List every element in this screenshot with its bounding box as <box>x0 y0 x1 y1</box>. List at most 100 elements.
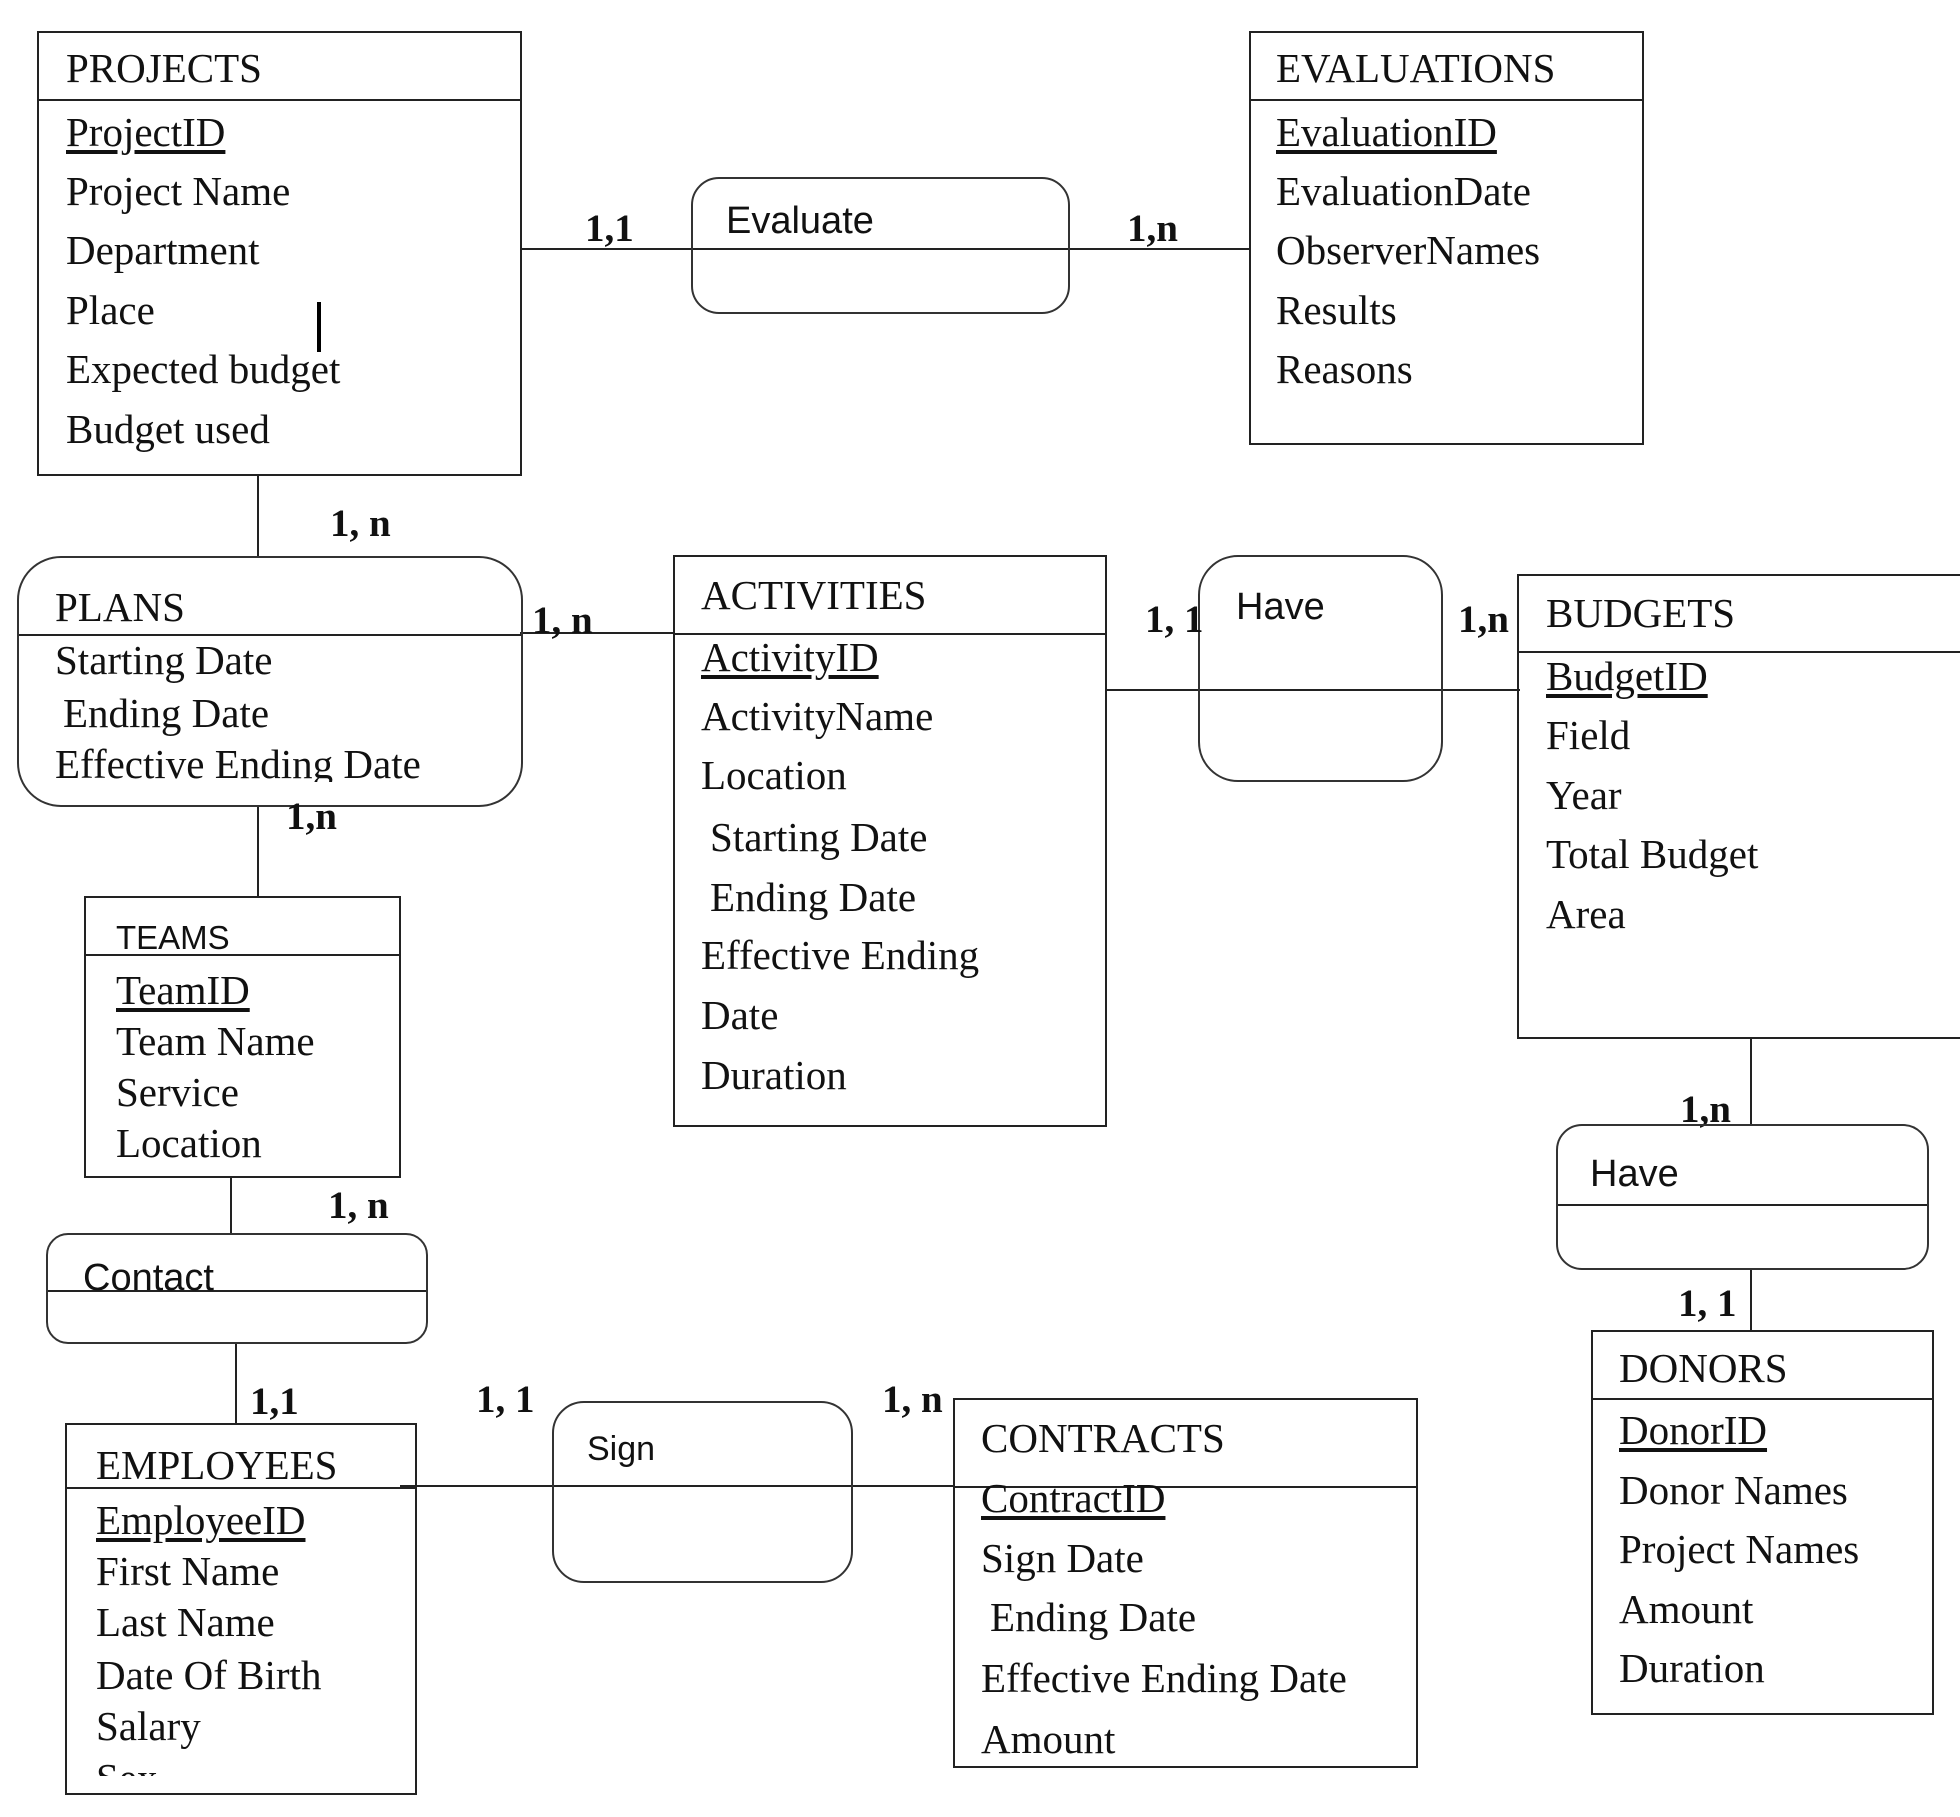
cardinality-label: 1, 1 <box>1678 1282 1737 1325</box>
relationship-label: Have <box>1590 1153 1679 1195</box>
entity-title: PROJECTS <box>66 45 262 91</box>
relationship-have[interactable] <box>1556 1124 1929 1270</box>
attribute: Sex <box>96 1758 158 1777</box>
attribute: Location <box>701 752 847 798</box>
entity-evaluations[interactable] <box>1249 31 1644 445</box>
attribute: Amount <box>981 1716 1116 1762</box>
attribute: Ending Date <box>990 1594 1197 1640</box>
cardinality-label: 1,1 <box>250 1380 299 1423</box>
entity-contracts[interactable] <box>953 1398 1418 1768</box>
attribute: Effective Ending <box>701 932 980 978</box>
attribute: Duration <box>701 1052 847 1098</box>
attribute: EvaluationDate <box>1276 168 1532 214</box>
line-projects-evaluate <box>520 248 1250 250</box>
cardinality-label: 1,n <box>1680 1088 1731 1131</box>
attribute: Total Budget <box>1546 831 1759 877</box>
cardinality-label: 1,n <box>1127 207 1178 250</box>
primary-key: TeamID <box>116 967 250 1013</box>
attribute: Year <box>1546 772 1622 818</box>
entity-employees[interactable] <box>65 1423 417 1795</box>
line-plans-activities <box>520 632 675 634</box>
line-budgets-have <box>1750 1038 1752 1126</box>
attribute: Ending Date <box>63 690 270 736</box>
primary-key: BudgetID <box>1546 653 1708 699</box>
primary-key: DonorID <box>1619 1407 1768 1453</box>
relationship-evaluate[interactable] <box>691 177 1070 314</box>
attribute: Department <box>66 227 260 273</box>
attribute: ActivityName <box>701 693 934 739</box>
attribute: Duration <box>1619 1645 1765 1691</box>
attribute: Effective Ending Date <box>55 741 421 783</box>
entity-title: BUDGETS <box>1546 590 1736 636</box>
attribute: First Name <box>96 1548 280 1594</box>
attribute: Last Name <box>96 1599 275 1645</box>
relationship-label: Have <box>1236 586 1325 628</box>
attribute: Area <box>1546 891 1626 937</box>
attribute: Place <box>66 287 155 333</box>
line-employees-contracts <box>400 1485 955 1487</box>
attribute: Project Names <box>1619 1526 1860 1572</box>
relationship-sign[interactable] <box>552 1401 853 1583</box>
attribute: Results <box>1276 287 1397 333</box>
primary-key: EvaluationID <box>1276 109 1497 155</box>
attribute: Field <box>1546 712 1631 758</box>
attribute: Donor Names <box>1619 1467 1848 1513</box>
attribute: Date <box>701 992 779 1038</box>
line-plans-teams <box>257 805 259 897</box>
relationship-label: Sign <box>587 1430 656 1468</box>
text-cursor <box>317 302 321 352</box>
line-contact-employees <box>235 1343 237 1425</box>
cardinality-label: 1, n <box>532 599 593 642</box>
cardinality-label: 1,n <box>286 795 337 838</box>
entity-activities[interactable] <box>673 555 1107 1127</box>
attribute: Starting Date <box>55 637 273 683</box>
entity-title: EVALUATIONS <box>1276 45 1556 91</box>
entity-donors[interactable] <box>1591 1330 1934 1715</box>
entity-title: PLANS <box>55 584 185 630</box>
line-have-donors <box>1750 1268 1752 1332</box>
attribute: Budget used <box>66 406 270 452</box>
cardinality-label: 1,n <box>1458 598 1509 641</box>
primary-key: ContractID <box>981 1475 1166 1521</box>
line-activities-budgets <box>1106 689 1520 691</box>
attribute: Sign Date <box>981 1535 1144 1581</box>
entity-plans[interactable] <box>17 556 523 807</box>
attribute: Salary <box>96 1703 201 1749</box>
relationship-contact[interactable] <box>46 1233 428 1344</box>
attribute: Project Name <box>66 168 291 214</box>
entity-title: ACTIVITIES <box>701 572 927 618</box>
cardinality-label: 1, n <box>330 502 391 545</box>
entity-teams[interactable] <box>84 896 401 1178</box>
entity-title: CONTRACTS <box>981 1415 1225 1461</box>
entity-title: EMPLOYEES <box>96 1442 338 1488</box>
attribute: ObserverNames <box>1276 227 1541 273</box>
primary-key: ActivityID <box>701 634 879 680</box>
attribute: Date Of Birth <box>96 1652 322 1698</box>
primary-key: ProjectID <box>66 109 226 155</box>
entity-title: TEAMS <box>116 919 230 956</box>
attribute: Location <box>116 1120 262 1166</box>
relationship-label: Contact <box>83 1257 214 1299</box>
entity-budgets[interactable] <box>1517 574 1960 1039</box>
entity-title: DONORS <box>1619 1345 1788 1391</box>
line-projects-plans <box>257 475 259 557</box>
attribute: Reasons <box>1276 346 1413 392</box>
cardinality-label: 1, 1 <box>1145 598 1204 641</box>
attribute: Ending Date <box>710 874 917 920</box>
attribute: Starting Date <box>710 814 928 860</box>
entity-projects[interactable] <box>37 31 522 476</box>
attribute: Expected budget <box>66 346 341 392</box>
attribute: Amount <box>1619 1586 1754 1632</box>
line-teams-contact <box>230 1176 232 1234</box>
attribute: Effective Ending Date <box>981 1655 1347 1701</box>
cardinality-label: 1,1 <box>585 207 634 250</box>
relationship-have[interactable] <box>1198 555 1443 782</box>
cardinality-label: 1, n <box>328 1184 389 1227</box>
cardinality-label: 1, n <box>882 1378 943 1421</box>
primary-key: EmployeeID <box>96 1497 306 1543</box>
relationship-label: Evaluate <box>726 200 874 242</box>
attribute: Service <box>116 1069 239 1115</box>
cardinality-label: 1, 1 <box>476 1378 535 1421</box>
attribute: Team Name <box>116 1018 315 1064</box>
